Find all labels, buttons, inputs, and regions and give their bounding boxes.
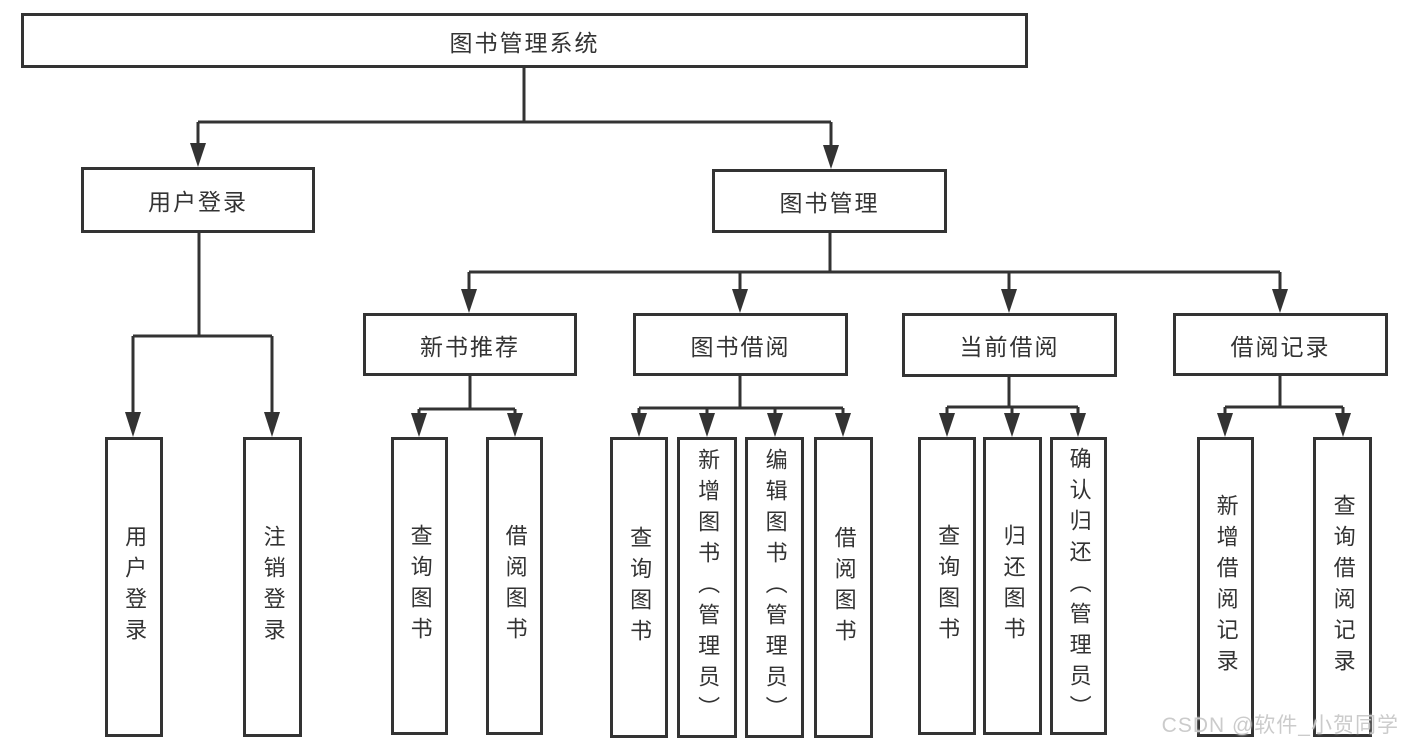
connector-root-to-level2 — [190, 68, 839, 169]
node-book-borrowing: 图书借阅 — [633, 313, 848, 376]
leaf-add-book-admin: 新增图书（管理员） — [677, 437, 737, 738]
node-label: 图书管理 — [779, 190, 880, 216]
leaf-query-books-borrow: 查询图书 — [610, 437, 668, 738]
node-user-login: 用户登录 — [81, 167, 315, 233]
node-label: 借阅图书 — [502, 524, 528, 648]
csdn-watermark: CSDN @软件_小贺同学 — [1161, 714, 1399, 737]
connector-current-borrow-children — [939, 377, 1086, 437]
node-label: 查询图书 — [407, 524, 433, 648]
leaf-query-borrow-record: 查询借阅记录 — [1313, 437, 1372, 737]
leaf-user-login: 用户登录 — [105, 437, 163, 737]
connector-book-mgmt-to-level3 — [461, 233, 1288, 313]
node-borrow-records: 借阅记录 — [1173, 313, 1388, 376]
node-label: 确认归还（管理员） — [1066, 446, 1092, 726]
leaf-borrow-books-recommend: 借阅图书 — [486, 437, 543, 735]
node-label: 当前借阅 — [959, 334, 1060, 360]
leaf-confirm-return-admin: 确认归还（管理员） — [1050, 437, 1107, 735]
node-book-management: 图书管理 — [712, 169, 947, 233]
node-label: 查询图书 — [627, 525, 653, 650]
leaf-logout: 注销登录 — [243, 437, 302, 737]
node-label: 新增图书（管理员） — [695, 448, 721, 727]
node-label: 编辑图书（管理员） — [762, 448, 788, 727]
node-label: 新增借阅记录 — [1213, 494, 1239, 680]
connector-book-borrow-children — [631, 376, 851, 437]
node-label: 借阅记录 — [1230, 333, 1331, 360]
leaf-query-books-recommend: 查询图书 — [391, 437, 448, 735]
leaf-edit-book-admin: 编辑图书（管理员） — [745, 437, 804, 738]
connector-new-book-rec-children — [411, 376, 523, 437]
node-label: 归还图书 — [1000, 524, 1026, 648]
connector-user-login-children — [125, 233, 280, 437]
connector-borrow-records-children — [1217, 376, 1351, 437]
node-label: 用户登录 — [122, 525, 148, 649]
leaf-query-books-current: 查询图书 — [918, 437, 976, 735]
node-label: 图书管理系统 — [449, 29, 600, 56]
node-current-borrowing: 当前借阅 — [902, 313, 1117, 377]
node-new-book-recommend: 新书推荐 — [363, 313, 577, 376]
node-label: 图书借阅 — [690, 333, 791, 360]
node-label: 查询图书 — [935, 524, 961, 648]
node-library-management-system: 图书管理系统 — [21, 13, 1028, 68]
node-label: 查询借阅记录 — [1330, 494, 1356, 680]
node-label: 借阅图书 — [831, 525, 857, 650]
leaf-add-borrow-record: 新增借阅记录 — [1197, 437, 1254, 737]
node-label: 新书推荐 — [420, 333, 520, 360]
node-label: 用户登录 — [148, 189, 248, 215]
leaf-borrow-books: 借阅图书 — [814, 437, 873, 738]
node-label: 注销登录 — [260, 525, 286, 649]
leaf-return-book: 归还图书 — [983, 437, 1042, 735]
